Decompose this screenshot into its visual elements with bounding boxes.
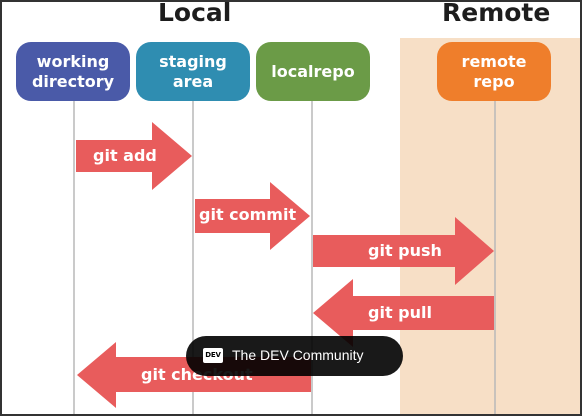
remote-heading: Remote [442, 0, 551, 27]
localrepo-node: localrepo [256, 42, 370, 101]
remote-zone [400, 38, 580, 416]
git-push-arrow [313, 217, 494, 285]
git-commit-arrow [195, 182, 310, 250]
git-pull-arrow [313, 279, 494, 347]
dev-logo-icon: DEV [203, 348, 223, 363]
local-heading: Local [158, 0, 232, 27]
toast-text: The DEV Community [232, 347, 364, 363]
git-push-label: git push [368, 241, 442, 260]
dev-community-toast[interactable]: DEV The DEV Community [186, 336, 403, 376]
git-add-label: git add [93, 146, 157, 165]
staging-area-node: staging area [136, 42, 250, 101]
working-directory-node: working directory [16, 42, 130, 101]
remote-repo-node: remote repo [437, 42, 551, 101]
git-add-arrow [76, 122, 192, 190]
git-commit-label: git commit [199, 205, 297, 224]
git-pull-label: git pull [368, 303, 432, 322]
